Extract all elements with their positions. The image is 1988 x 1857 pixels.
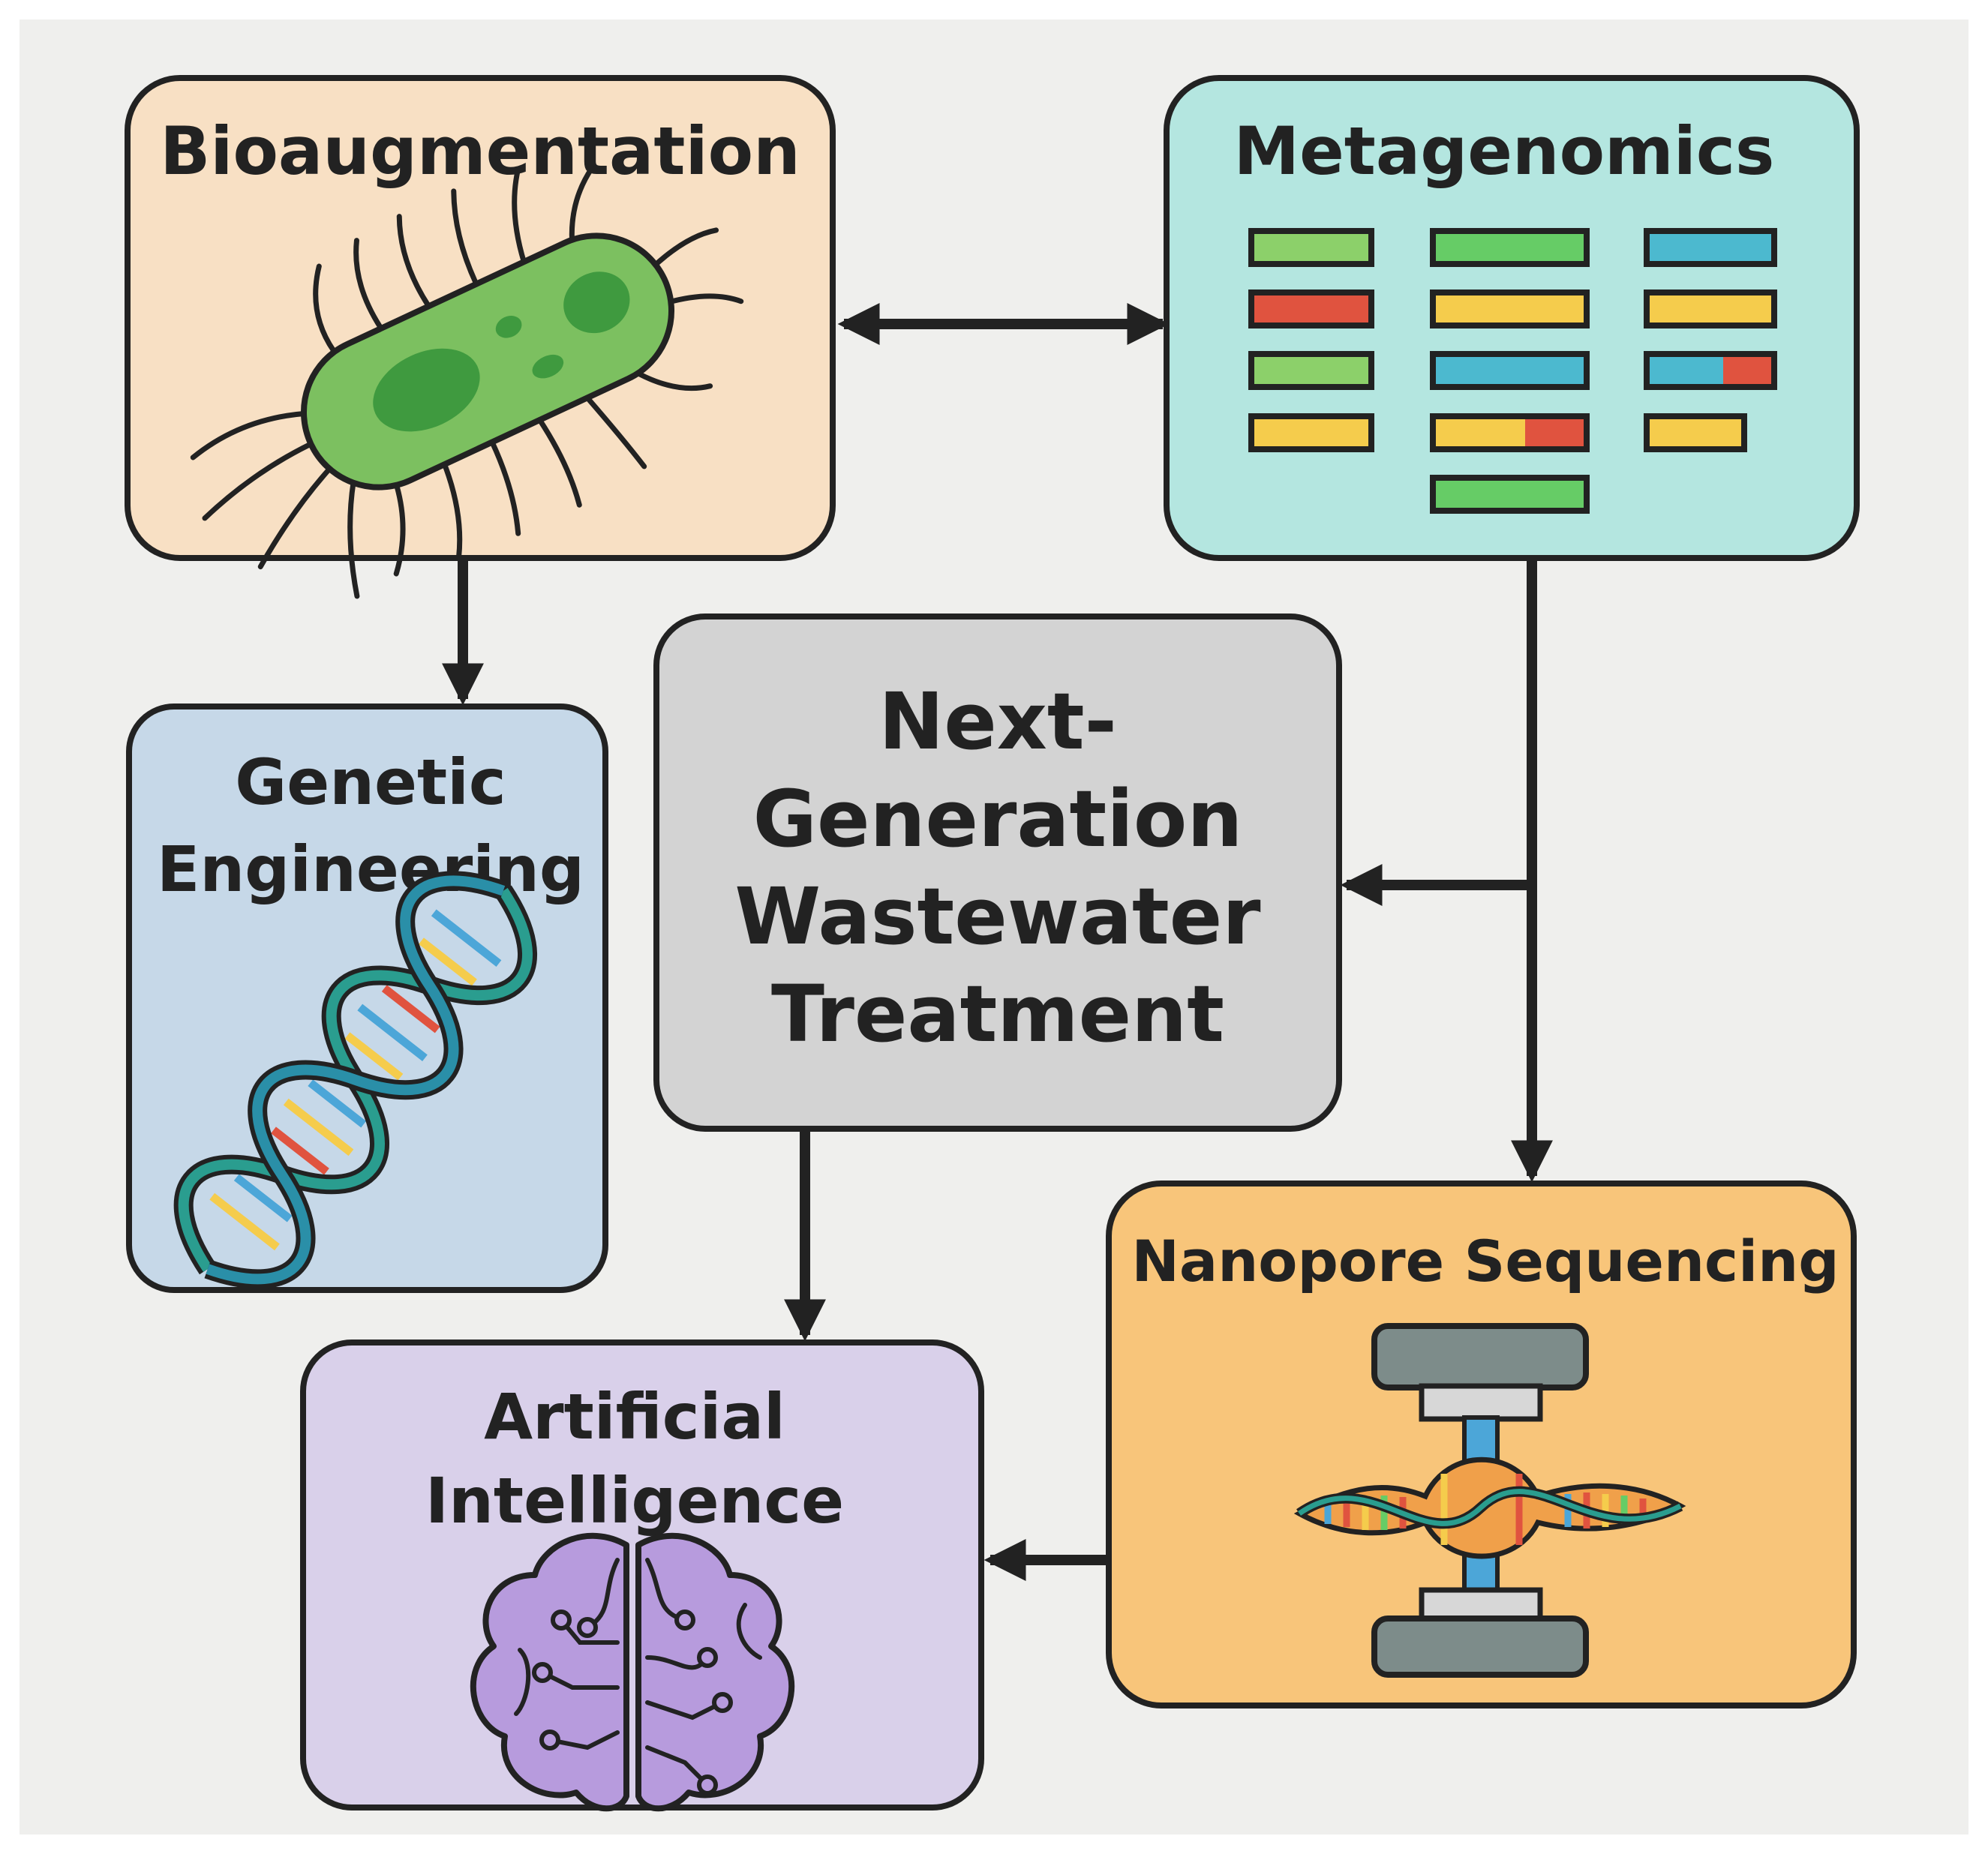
sequence-bar-segment	[1433, 416, 1525, 449]
node-title-line2: Engineering	[157, 832, 584, 906]
sequence-bar-segment	[1251, 231, 1371, 264]
node-bioaugmentation: Bioaugmentation	[125, 75, 836, 599]
sequence-bar	[1430, 475, 1590, 514]
sequence-bar	[1430, 228, 1590, 267]
sequence-bar-segment	[1433, 478, 1587, 511]
sequence-bar-segment	[1525, 416, 1587, 449]
node-title: Bioaugmentation	[160, 112, 800, 190]
node-title-line2: Generation	[753, 773, 1243, 865]
node-title-line2: Intelligence	[425, 1464, 844, 1538]
node-artificial-intelligence: Artificial Intelligence	[300, 1340, 984, 1812]
node-nanopore-sequencing: Nanopore Sequencing	[1106, 1180, 1857, 1708]
sequence-bar-segment	[1433, 292, 1587, 326]
node-center: Next- Generation Wastewater Treatment	[653, 614, 1342, 1132]
sequence-bar-segment	[1647, 292, 1774, 326]
sequence-bar-segment	[1251, 292, 1371, 326]
sequence-bar-segment	[1647, 354, 1723, 387]
sequence-bar-segment	[1433, 231, 1587, 264]
nanopore-icon	[1293, 1323, 1686, 1678]
sequence-bar-segment	[1433, 354, 1587, 387]
node-box	[653, 614, 1342, 1132]
node-title-line4: Treatment	[771, 968, 1224, 1060]
sequence-bar	[1248, 290, 1374, 328]
dna-helix-icon	[173, 871, 537, 1289]
node-metagenomics: Metagenomics	[1164, 75, 1860, 561]
sequence-bar-segment	[1647, 416, 1744, 449]
sequence-bar	[1644, 290, 1777, 328]
node-genetic-engineering: Genetic Engineering	[126, 704, 608, 1293]
node-title: Metagenomics	[1234, 112, 1775, 190]
node-title-line1: Next-	[878, 676, 1117, 767]
node-box	[126, 704, 608, 1293]
sequence-bar	[1248, 413, 1374, 452]
sequence-bar-segment	[1251, 354, 1371, 387]
brain-circuit-icon	[470, 1532, 795, 1812]
node-title: Nanopore Sequencing	[1131, 1228, 1839, 1294]
sequence-bar	[1430, 351, 1590, 390]
sequence-bar	[1644, 351, 1777, 390]
sequence-bars-icon	[1248, 228, 1777, 514]
sequence-bar-segment	[1251, 416, 1371, 449]
sequence-bar	[1248, 228, 1374, 267]
node-title-line1: Genetic	[235, 746, 506, 819]
sequence-bar	[1644, 228, 1777, 267]
sequence-bar-segment	[1647, 231, 1774, 264]
sequence-bar	[1248, 351, 1374, 390]
sequence-bar	[1644, 413, 1747, 452]
sequence-bar	[1430, 413, 1590, 452]
connectors	[442, 303, 1553, 1581]
sequence-bar-segment	[1723, 354, 1774, 387]
sequence-bar	[1430, 290, 1590, 328]
node-title-line3: Wastewater	[734, 871, 1260, 962]
bacterium-icon	[190, 165, 744, 599]
node-title-line1: Artificial	[484, 1380, 785, 1454]
